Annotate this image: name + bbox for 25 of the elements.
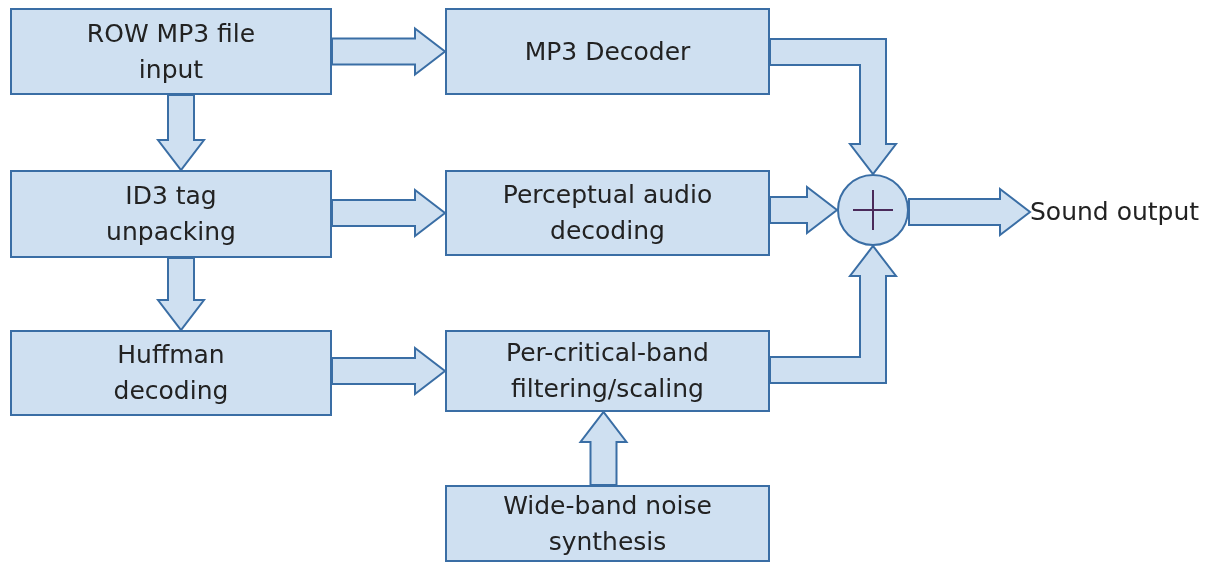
box-text: MP3 Decoder: [524, 35, 691, 68]
box-text: ROW MP3 file input: [85, 17, 257, 86]
block-arrow: [578, 410, 629, 486]
block-arrow: [331, 187, 447, 239]
block-arrow: [155, 257, 207, 332]
process-box: [445, 485, 770, 562]
process-box: [10, 8, 332, 95]
block-arrow: [155, 94, 207, 172]
block-arrow: [769, 38, 899, 176]
box-text: Perceptual audio decoding: [501, 179, 714, 247]
block-arrow: [769, 184, 839, 236]
process-box: [445, 170, 770, 256]
process-box: [10, 330, 332, 416]
box-text: Per-critical-band filtering/scaling: [505, 337, 710, 405]
box-text: Wide-band noise synthesis: [502, 489, 713, 558]
process-box: [445, 330, 770, 412]
box-text: ID3 tag unpacking: [105, 180, 237, 248]
block-arrow: [908, 186, 1032, 238]
process-box: [445, 8, 770, 95]
block-arrow: [331, 345, 447, 397]
output-label: Sound output: [1030, 194, 1215, 230]
box-text: Huffman decoding: [112, 339, 230, 407]
block-arrow: [769, 244, 899, 384]
process-box: [10, 170, 332, 258]
block-arrow: [331, 26, 447, 77]
